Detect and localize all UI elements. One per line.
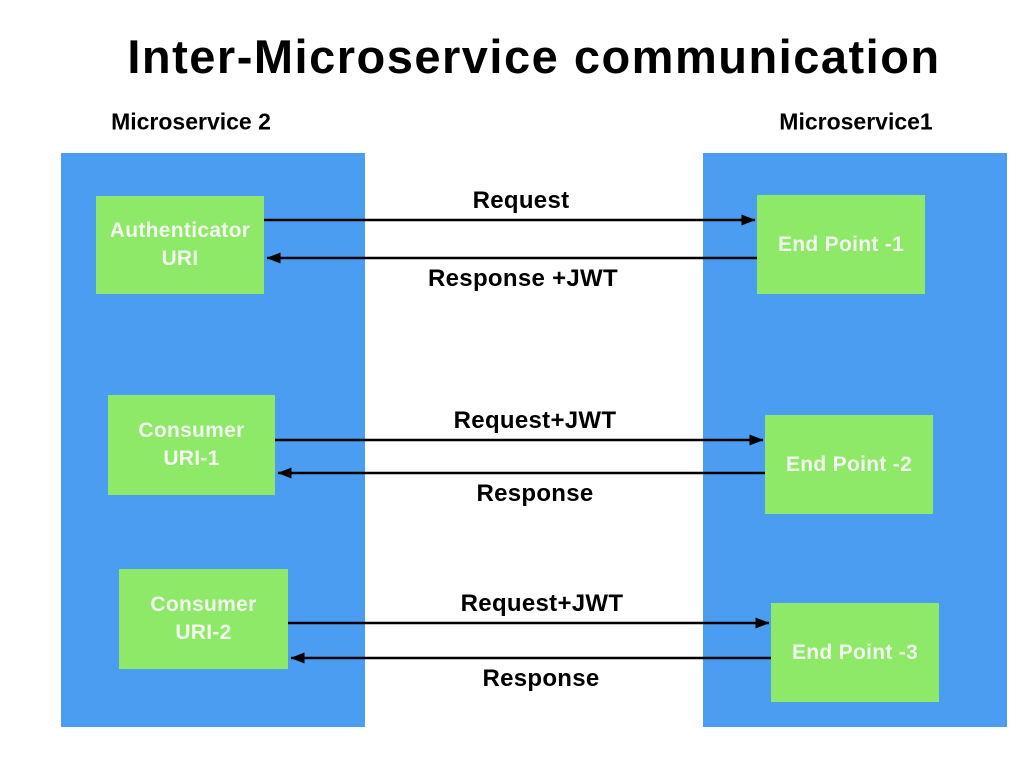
consumer-uri-2-node: Consumer URI-2 [119, 569, 288, 669]
row2-response-label: Response [476, 480, 594, 507]
right-column-label: Microservice1 [779, 108, 933, 135]
end-point-2-node: End Point -2 [765, 415, 933, 514]
consumer-uri-1-label-line2: URI-1 [163, 447, 220, 470]
consumer-uri-1-label-line1: Consumer [138, 419, 245, 442]
end-point-2-label: End Point -2 [785, 452, 913, 476]
authenticator-uri-label-line2: URI [161, 247, 199, 270]
consumer-uri-1-node: Consumer URI-1 [108, 395, 275, 495]
end-point-3-node: End Point -3 [771, 603, 939, 702]
consumer-uri-2-label-line1: Consumer [150, 593, 257, 616]
end-point-1-label: End Point -1 [777, 232, 905, 256]
authenticator-uri-label-line1: Authenticator [109, 219, 251, 242]
end-point-1-node: End Point -1 [757, 195, 925, 294]
row3-request-label: Request+JWT [460, 590, 624, 617]
row2-request-label: Request+JWT [453, 407, 617, 434]
diagram-title: Inter-Microservice communication [127, 30, 941, 83]
authenticator-uri-node: Authenticator URI [96, 196, 264, 294]
left-column-label: Microservice 2 [111, 108, 271, 135]
consumer-uri-2-label-line2: URI-2 [175, 621, 232, 644]
row1-response-label: Response +JWT [428, 265, 618, 292]
row1-request-label: Request [472, 187, 570, 214]
end-point-3-label: End Point -3 [791, 640, 919, 664]
row3-response-label: Response [482, 665, 600, 692]
